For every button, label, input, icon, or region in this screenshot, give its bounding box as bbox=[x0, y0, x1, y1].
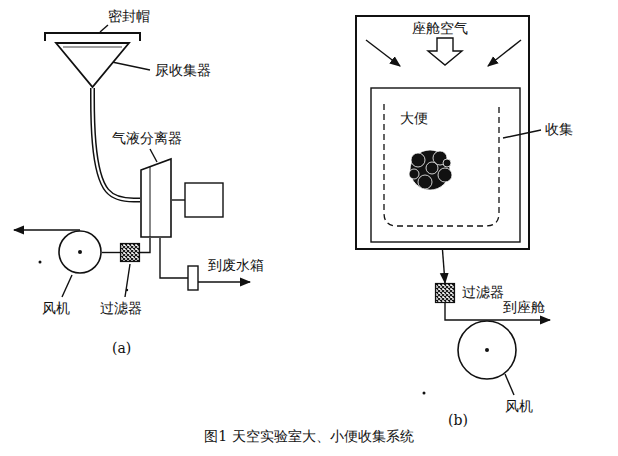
annotation: (b) bbox=[448, 412, 468, 428]
motor-shaft bbox=[172, 199, 185, 200]
leader-line bbox=[503, 130, 541, 138]
pipe bbox=[443, 250, 446, 283]
box-node: 座舱空气大便收集 bbox=[355, 15, 530, 250]
leader-line bbox=[112, 62, 150, 70]
funnel-outline bbox=[55, 42, 130, 88]
part-label: 风机 bbox=[505, 398, 533, 414]
feces bbox=[409, 150, 452, 190]
annotation: 到废水箱 bbox=[208, 257, 264, 273]
flow-arrow bbox=[198, 281, 250, 282]
drain-pipe bbox=[160, 238, 188, 278]
pipe bbox=[140, 238, 150, 253]
air-arrow bbox=[488, 40, 521, 66]
pipe bbox=[102, 252, 120, 253]
part-label: 气液分离器 bbox=[112, 130, 182, 146]
part-label: 收集 bbox=[545, 121, 573, 137]
part-label: 风机 bbox=[42, 300, 70, 316]
separator-node: 气液分离器 bbox=[140, 158, 172, 238]
part-label: 大便 bbox=[400, 110, 428, 126]
annotation: 到座舱 bbox=[503, 299, 545, 315]
air-arrow bbox=[366, 40, 400, 66]
bag-node: 大便收集 bbox=[383, 100, 500, 227]
inner-container bbox=[371, 88, 520, 242]
leader-line bbox=[505, 374, 514, 395]
annotation: (a) bbox=[112, 340, 131, 356]
fan-outline bbox=[58, 230, 102, 274]
pipe bbox=[445, 303, 487, 320]
part-label: 过滤器 bbox=[462, 284, 504, 300]
annotation: 密封帽 bbox=[108, 8, 150, 24]
part-label: 座舱空气 bbox=[412, 20, 468, 36]
fan-node: 风机 bbox=[457, 320, 517, 380]
air-arrow bbox=[428, 38, 462, 65]
flow-arrow bbox=[14, 229, 80, 230]
filter-node: 过滤器 bbox=[435, 283, 455, 303]
dot bbox=[423, 392, 426, 395]
leader-line bbox=[150, 149, 157, 162]
dot bbox=[126, 289, 128, 291]
part-label: 过滤器 bbox=[100, 300, 142, 316]
fan-outline bbox=[457, 320, 517, 380]
leader-line bbox=[125, 264, 130, 297]
flow-arrow bbox=[487, 319, 550, 320]
funnel-node: 尿收集器 bbox=[55, 42, 130, 88]
leader-line bbox=[100, 25, 108, 32]
valve bbox=[188, 266, 198, 290]
filter-outline bbox=[120, 243, 140, 262]
motor bbox=[185, 183, 223, 217]
dot bbox=[39, 261, 42, 264]
seal-cap bbox=[45, 33, 140, 41]
filter-node: 过滤器 bbox=[120, 243, 140, 262]
separator-outline bbox=[140, 158, 172, 238]
part-label: 尿收集器 bbox=[155, 62, 211, 78]
leader-line bbox=[62, 275, 72, 297]
filter-outline bbox=[435, 283, 455, 303]
caption: 图1 天空实验室大、小便收集系统 bbox=[0, 428, 618, 444]
fan-node: 风机 bbox=[58, 230, 102, 274]
